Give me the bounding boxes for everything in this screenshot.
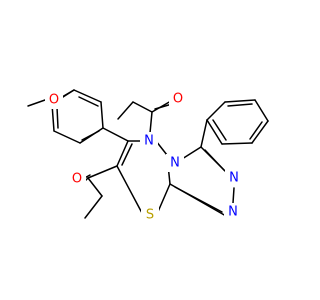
lower-carbonyl-oxygen-label: O (72, 172, 82, 187)
single-bond (116, 165, 143, 214)
upper-carbonyl-oxygen-label: O (173, 92, 183, 107)
single-bond (117, 101, 134, 120)
atom-bg (225, 169, 243, 187)
single-bond (251, 120, 269, 144)
atom-bg (166, 154, 184, 172)
double-bond-inner-line (212, 119, 227, 141)
molecule-structure: O O O N N N N S (27, 89, 269, 224)
single-bond (87, 177, 103, 197)
fused-nitrogen-label: N (170, 156, 180, 171)
double-bond-inner-line (56, 106, 59, 129)
triazole-upper-nitrogen-label: N (229, 171, 239, 186)
single-bond (156, 183, 171, 215)
double-bond-inner-line (81, 130, 100, 141)
double-bond-inner-line (78, 96, 99, 107)
single-bond (53, 130, 81, 144)
single-bond (232, 187, 235, 204)
atom-bg (169, 90, 187, 108)
methoxy-oxygen-label: O (49, 93, 59, 108)
single-bond (87, 165, 118, 179)
double-bond-inner-line (121, 143, 133, 166)
sulfur-label: S (146, 208, 154, 223)
single-bond (224, 99, 256, 103)
atom-bg (68, 170, 86, 188)
bond-layer (27, 89, 269, 219)
single-bond (116, 140, 129, 167)
atom-bg (140, 132, 158, 150)
single-bond (181, 146, 202, 160)
ring-nitrogen-label: N (144, 134, 154, 149)
double-bond-inner-line (204, 149, 225, 171)
single-bond (84, 195, 103, 219)
single-bond (200, 119, 208, 148)
atom-label-layer: O O O N N N N S (45, 90, 243, 224)
single-bond (254, 99, 269, 122)
triazole-lower-nitrogen-label: N (228, 205, 238, 220)
single-bond (100, 101, 104, 129)
single-bond (27, 99, 46, 107)
double-bond-inner-line (227, 103, 253, 107)
single-bond (221, 142, 253, 145)
single-bond (206, 119, 223, 145)
atom-bg (141, 206, 159, 224)
single-bond (102, 127, 129, 142)
single-bond (73, 89, 102, 103)
single-bond (149, 111, 153, 134)
double-bond-inner-line (174, 186, 223, 213)
double-bond-inner-line (249, 121, 263, 140)
atom-bg (45, 91, 63, 109)
single-bond (132, 101, 153, 113)
atom-bg (224, 203, 242, 221)
single-bond (206, 101, 226, 121)
